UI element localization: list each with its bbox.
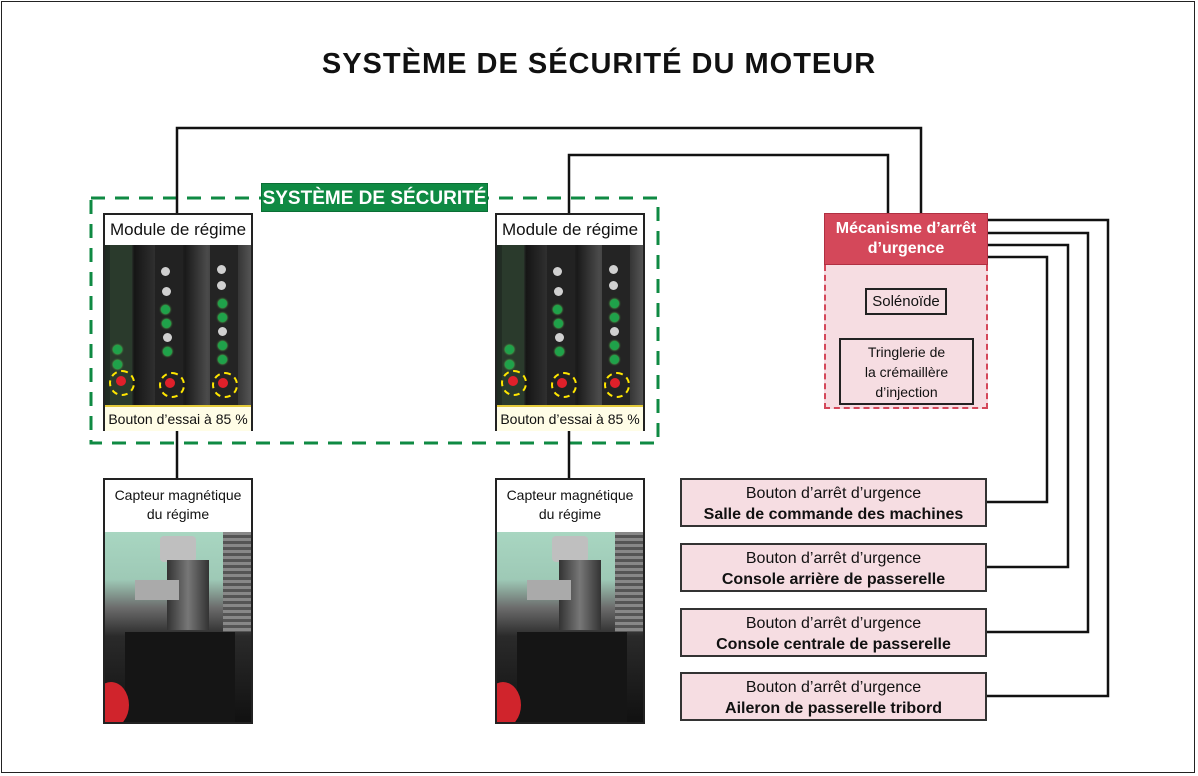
speed-sensor-heading: Capteur magnétique du régime (497, 480, 643, 532)
wire-estop-3 (987, 231, 1090, 634)
speed-module-photo (105, 245, 251, 405)
speed-sensor-heading-line2: du régime (538, 506, 602, 522)
wire-estop-1 (987, 255, 1049, 504)
emergency-button-label: Bouton d’arrêt d’urgence (745, 679, 922, 696)
emergency-button-starboard-bridge-wing: Bouton d’arrêt d’urgence Aileron de pass… (680, 672, 987, 721)
emergency-button-location: Aileron de passerelle tribord (725, 700, 942, 717)
speed-sensor-heading: Capteur magnétique du régime (105, 480, 251, 532)
speed-module-heading: Module de régime (497, 215, 643, 245)
speed-sensor-heading-line1: Capteur magnétique (506, 487, 634, 503)
safety-system-label: SYSTÈME DE SÉCURITÉ (261, 183, 488, 212)
wire-module1-to-mechanism (175, 126, 923, 213)
emergency-button-label: Bouton d’arrêt d’urgence (745, 550, 922, 567)
emergency-button-center-bridge-console: Bouton d’arrêt d’urgence Console central… (680, 608, 987, 657)
emergency-button-label: Bouton d’arrêt d’urgence (745, 615, 922, 632)
speed-sensor-2: Capteur magnétique du régime (495, 478, 645, 724)
speed-sensor-heading-line2: du régime (146, 506, 210, 522)
solenoid-box: Solénoïde (865, 288, 947, 315)
fuel-rack-linkage-box: Tringlerie de la crémaillère d’injection (839, 338, 974, 405)
diagram-title: SYSTÈME DE SÉCURITÉ DU MOTEUR (321, 48, 877, 80)
wire-module2-to-mechanism (567, 153, 890, 213)
test-button-caption: Bouton d’essai à 85 % (105, 405, 251, 431)
emergency-mechanism-line2: d’urgence (867, 240, 945, 257)
emergency-button-label: Bouton d’arrêt d’urgence (745, 485, 922, 502)
emergency-button-location: Salle de commande des machines (703, 506, 964, 523)
speed-sensor-photo (105, 532, 251, 722)
speed-module-1: Module de régime Bouton d’essai à 85 % (103, 213, 253, 431)
emergency-button-location: Console arrière de passerelle (721, 571, 946, 588)
emergency-button-engine-control-room: Bouton d’arrêt d’urgence Salle de comman… (680, 478, 987, 527)
linkage-line2: la crémaillère (864, 364, 949, 380)
emergency-mechanism-line1: Mécanisme d’arrêt (835, 220, 977, 237)
safety-system-boundary (89, 196, 660, 445)
test-button-caption: Bouton d’essai à 85 % (497, 405, 643, 431)
wire-estop-4 (987, 218, 1110, 698)
speed-module-photo (497, 245, 643, 405)
wire-estop-2 (987, 243, 1070, 569)
speed-module-2: Module de régime Bouton d’essai à 85 % (495, 213, 645, 431)
linkage-line1: Tringlerie de (867, 344, 946, 360)
emergency-button-aft-bridge-console: Bouton d’arrêt d’urgence Console arrière… (680, 543, 987, 592)
speed-sensor-1: Capteur magnétique du régime (103, 478, 253, 724)
emergency-stop-mechanism: Mécanisme d’arrêt d’urgence (824, 213, 988, 265)
speed-sensor-photo (497, 532, 643, 722)
linkage-line3: d’injection (875, 384, 938, 400)
speed-module-heading: Module de régime (105, 215, 251, 245)
speed-sensor-heading-line1: Capteur magnétique (114, 487, 242, 503)
emergency-button-location: Console centrale de passerelle (716, 636, 951, 653)
